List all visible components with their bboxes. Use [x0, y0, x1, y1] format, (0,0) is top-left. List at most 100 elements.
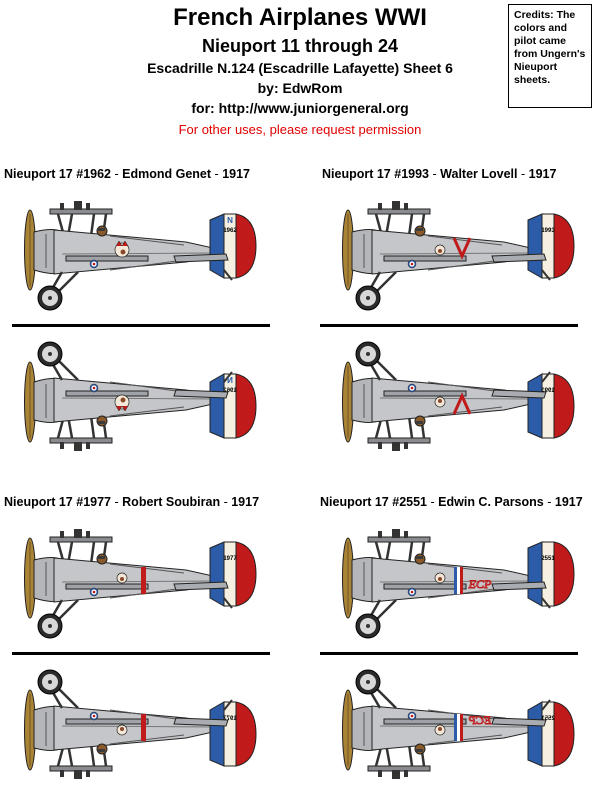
fuselage [371, 229, 541, 275]
caption-1993: Nieuport 17 #1993 - Walter Lovell - 1917 [322, 167, 557, 181]
rudder-tricolor [527, 213, 575, 279]
unit-line: Escadrille N.124 (Escadrille Lafayette) … [147, 60, 453, 76]
rudder-tricolor [209, 541, 257, 607]
lower-wing [383, 583, 467, 590]
tailplane [491, 253, 547, 263]
caption-serial: #1977 [76, 495, 112, 509]
caption-pilot: Edmond Genet [122, 167, 212, 181]
fuselage [53, 229, 223, 275]
rudder-serial: 2551 [541, 556, 555, 562]
lower-wing [383, 718, 467, 725]
airplane-illustration: 2551 ECP [342, 669, 575, 779]
rudder-serial: 1977 [223, 716, 237, 722]
airplane-illustration: 1962 N [24, 341, 257, 451]
upper-wing [367, 437, 431, 451]
airplane-illustration: 1977 [24, 669, 257, 779]
rudder-serial: 1993 [541, 388, 555, 394]
caption-serial: #1993 [394, 167, 430, 181]
upper-wing [49, 529, 113, 543]
lower-wing [65, 390, 149, 397]
rudder-tricolor [527, 701, 575, 767]
caption-model: Nieuport 17 [322, 167, 391, 181]
rudder-tricolor [209, 213, 257, 279]
rudder-tricolor [527, 373, 575, 439]
tailplane [173, 717, 229, 727]
sheet-subtitle: Nieuport 11 through 24 [201, 36, 399, 56]
tailplane [173, 581, 229, 591]
caption-model: Nieuport 17 [4, 167, 73, 181]
airplane-illustration: 1977 [24, 529, 257, 639]
rudder-serial: 1962 [223, 388, 237, 394]
site-line: for: http://www.juniorgeneral.org [191, 100, 409, 116]
caption-1962: Nieuport 17 #1962 - Edmond Genet - 1917 [4, 167, 251, 181]
caption-model: Nieuport 17 [320, 495, 389, 509]
fuselage-band-icon [434, 567, 463, 594]
upper-wing [49, 765, 113, 779]
rudder-letter: N [227, 376, 233, 385]
credits-box: Credits: The colors and pilot came from … [508, 4, 592, 108]
rudder-serial: 1993 [541, 228, 555, 234]
fold-line [320, 652, 578, 655]
fuselage-band-icon [116, 567, 146, 594]
propeller-icon [24, 689, 36, 771]
tailplane [491, 389, 547, 399]
fold-line [12, 324, 270, 327]
chevron-insignia-icon [434, 237, 472, 260]
caption-serial: #2551 [392, 495, 428, 509]
lower-wing [65, 718, 149, 725]
indian-head-insignia-icon [114, 240, 130, 258]
airplane-illustration: 1962 N [24, 201, 257, 311]
lower-wing [383, 255, 467, 262]
upper-wing [367, 765, 431, 779]
rudder-tricolor [209, 701, 257, 767]
fuselage-band-icon [116, 714, 146, 741]
lower-wing [383, 390, 467, 397]
author-line: by: EdwRom [257, 80, 343, 96]
rudder-tricolor [209, 373, 257, 439]
permission-notice: For other uses, please request permissio… [178, 122, 422, 137]
rudder-serial: 1977 [223, 556, 237, 562]
upper-wing [49, 201, 113, 215]
caption-year: 1917 [554, 495, 583, 509]
caption-pilot: Edwin C. Parsons [438, 495, 544, 509]
fuselage-initials: ECP [468, 577, 492, 591]
caption-pilot: Walter Lovell [440, 167, 518, 181]
fuselage [371, 377, 541, 423]
sheet-title: French Airplanes WWI [173, 4, 427, 31]
tailplane [173, 253, 229, 263]
upper-wing [49, 437, 113, 451]
airplane-illustration: 1993 [342, 201, 575, 311]
upper-wing [367, 201, 431, 215]
fuselage [53, 377, 223, 423]
caption-year: 1917 [222, 167, 251, 181]
fuselage [53, 557, 223, 603]
caption-1977: Nieuport 17 #1977 - Robert Soubiran - 19… [4, 495, 260, 509]
rudder-tricolor [527, 541, 575, 607]
fold-line [12, 652, 270, 655]
rudder-serial: 2551 [541, 716, 555, 722]
lower-wing [65, 255, 149, 262]
rudder-serial: 1962 [223, 228, 237, 234]
airplane-illustration: 1993 [342, 341, 575, 451]
caption-2551: Nieuport 17 #2551 - Edwin C. Parsons - 1… [320, 495, 583, 509]
indian-head-insignia-icon [114, 394, 130, 412]
fuselage-band-icon [434, 714, 463, 741]
lower-wing [65, 583, 149, 590]
propeller-icon [342, 537, 354, 619]
tailplane [491, 717, 547, 727]
caption-model: Nieuport 17 [4, 495, 73, 509]
caption-serial: #1962 [76, 167, 112, 181]
caption-pilot: Robert Soubiran [122, 495, 221, 509]
fuselage-initials: ECP [468, 713, 492, 727]
fuselage [53, 705, 223, 751]
fold-line [320, 324, 578, 327]
tailplane [491, 581, 547, 591]
caption-year: 1917 [528, 167, 557, 181]
tailplane [173, 389, 229, 399]
upper-wing [367, 529, 431, 543]
chevron-insignia-icon [434, 392, 472, 415]
propeller-icon [24, 537, 36, 619]
rudder-letter: N [227, 216, 233, 225]
caption-year: 1917 [231, 495, 260, 509]
